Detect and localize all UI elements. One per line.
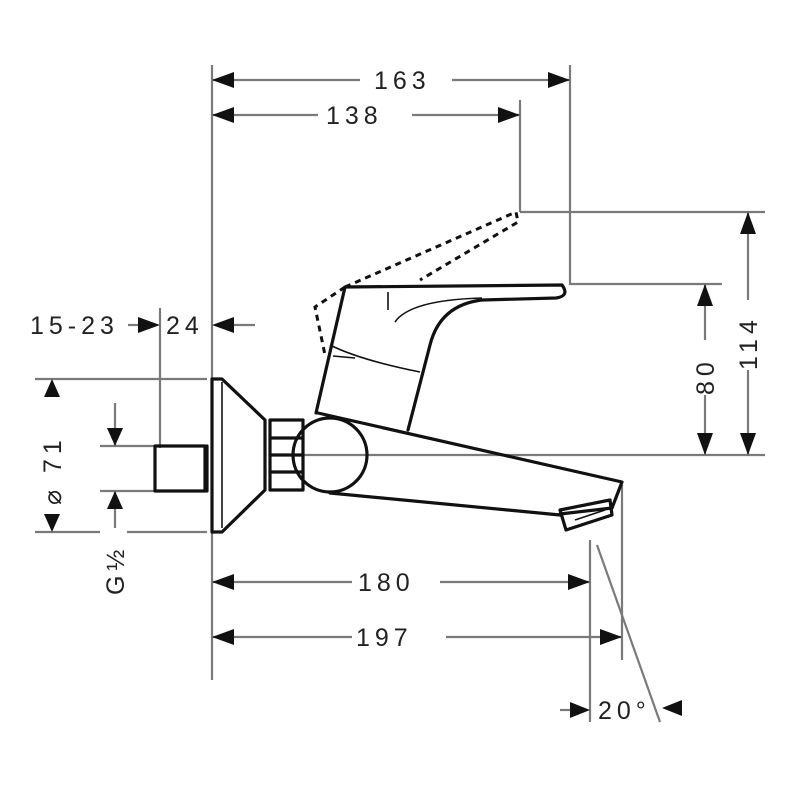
dimension-138 xyxy=(212,107,520,123)
lever xyxy=(314,283,567,432)
dimension-163 xyxy=(212,72,570,88)
wall-plate xyxy=(210,377,267,534)
label-138: 138 xyxy=(326,102,383,130)
dimension-71 xyxy=(44,379,60,532)
dimension-80 xyxy=(697,284,713,455)
label-197: 197 xyxy=(356,624,413,652)
connection-stub xyxy=(153,444,207,493)
lever-raised-outline xyxy=(344,209,520,289)
aerator xyxy=(558,498,614,532)
extension-lines xyxy=(35,65,765,723)
label-114: 114 xyxy=(735,315,763,370)
dimension-180 xyxy=(212,574,590,590)
dimension-197 xyxy=(212,629,622,645)
label-diameter-71: ⌀ 71 xyxy=(39,435,67,505)
label-163: 163 xyxy=(374,67,431,95)
dimension-114 xyxy=(740,212,756,455)
dimension-20deg xyxy=(560,700,682,718)
spout xyxy=(316,411,624,517)
label-80: 80 xyxy=(692,357,720,395)
label-wall-range: 15-23 xyxy=(30,312,119,340)
label-24: 24 xyxy=(166,312,204,340)
dimension-wall xyxy=(128,317,255,333)
dimension-thread xyxy=(107,403,123,528)
label-20deg: 20° xyxy=(598,697,651,725)
label-thread: G½ xyxy=(102,545,130,595)
label-180: 180 xyxy=(358,569,415,597)
faucet-outline xyxy=(153,209,624,534)
